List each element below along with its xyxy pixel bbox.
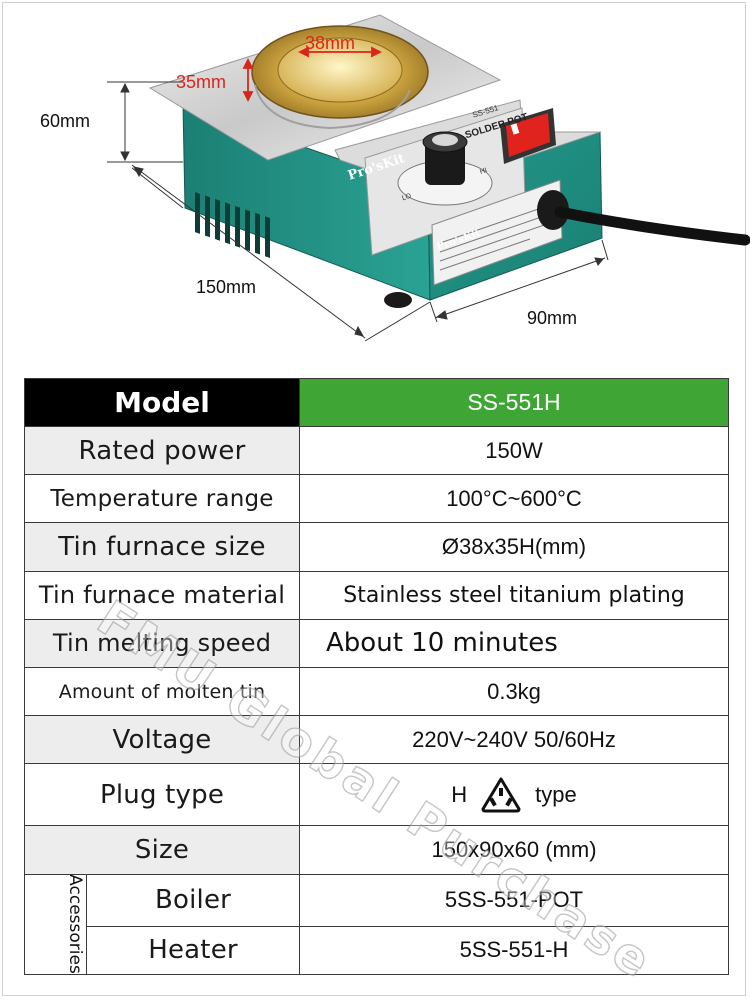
spec-label: Plug type bbox=[23, 763, 301, 827]
spec-label: Tin furnace material bbox=[23, 570, 301, 620]
plug-prefix: H bbox=[451, 781, 468, 807]
plug-type-cell: H type bbox=[299, 763, 730, 827]
model-label: Model bbox=[23, 377, 301, 428]
spec-label: Amount of molten tin bbox=[23, 666, 301, 717]
knob-cap bbox=[432, 134, 458, 146]
spec-value: 0.3kg bbox=[299, 666, 730, 717]
table-row: Voltage 220V~240V 50/60Hz bbox=[23, 715, 730, 765]
foot bbox=[384, 292, 412, 308]
table-row: Tin furnace material Stainless steel tit… bbox=[23, 570, 730, 620]
spec-value: 100°C~600°C bbox=[299, 474, 730, 524]
spec-label: Voltage bbox=[23, 715, 301, 765]
table-row: Tin furnace size Ø38x35H(mm) bbox=[23, 522, 730, 572]
spec-value: Stainless steel titanium plating bbox=[299, 570, 730, 620]
plug-type-h-icon bbox=[481, 777, 521, 813]
spec-label: Tin melting speed bbox=[23, 618, 301, 668]
table-row: Size 150x90x60 (mm) bbox=[23, 825, 730, 875]
spec-value: 220V~240V 50/60Hz bbox=[299, 715, 730, 765]
height-label: 60mm bbox=[40, 111, 91, 131]
accessory-value: 5SS-551-H bbox=[299, 925, 730, 976]
table-row: Temperature range 100°C~600°C bbox=[23, 474, 730, 524]
cable-strain-relief bbox=[537, 190, 569, 230]
spec-label: Rated power bbox=[23, 426, 301, 476]
width-label: 90mm bbox=[527, 308, 578, 328]
power-switch-icon bbox=[506, 113, 550, 157]
spec-value: Ø38x35H(mm) bbox=[299, 522, 730, 572]
table-row: Plug type H type bbox=[23, 763, 730, 827]
table-row: Rated power 150W bbox=[23, 426, 730, 476]
accessories-label: Accessories bbox=[64, 874, 85, 975]
plug-type-value: H type bbox=[451, 776, 577, 814]
outer-dimension-lines bbox=[107, 81, 609, 342]
pot-interior bbox=[277, 37, 403, 103]
solder-pot-drawing bbox=[107, 14, 750, 342]
table-row-header: Model SS-551H bbox=[23, 377, 730, 428]
vent-slots bbox=[195, 192, 270, 258]
inner-diameter-label: 38mm bbox=[305, 33, 356, 53]
spec-value: About 10 minutes bbox=[299, 618, 730, 668]
spec-label: Tin furnace size bbox=[23, 522, 301, 572]
accessories-group-cell: Accessories bbox=[24, 873, 87, 976]
accessory-value: 5SS-551-POT bbox=[299, 873, 730, 927]
inner-dimension-arrows bbox=[242, 46, 383, 103]
plug-suffix: type bbox=[535, 781, 577, 807]
spec-value: 150x90x60 (mm) bbox=[299, 825, 730, 875]
accessory-label: Boiler bbox=[85, 873, 301, 927]
sticker-lines bbox=[439, 204, 551, 271]
table-row: Amount of molten tin 0.3kg bbox=[23, 666, 730, 717]
spec-value: 150W bbox=[299, 426, 730, 476]
power-cable bbox=[554, 206, 750, 246]
spec-label: Temperature range bbox=[23, 474, 301, 524]
switch-mark bbox=[510, 123, 520, 135]
model-value: SS-551H bbox=[299, 377, 730, 428]
pot-body-edge bbox=[254, 84, 411, 130]
length-label: 150mm bbox=[196, 277, 257, 297]
inner-depth-label: 35mm bbox=[176, 72, 227, 92]
spec-table: Model SS-551H Rated power 150W Temperatu… bbox=[23, 377, 730, 976]
table-row-accessory: Heater 5SS-551-H bbox=[25, 925, 730, 976]
spec-label: Size bbox=[23, 825, 301, 875]
table-row-accessory: Accessories Boiler 5SS-551-POT bbox=[24, 873, 730, 976]
product-illustration: 38mm 35mm 60mm 150mm 90mm Pro'sKit Pro's… bbox=[0, 0, 750, 360]
accessory-label: Heater bbox=[85, 925, 301, 976]
table-row: Tin melting speed About 10 minutes bbox=[23, 618, 730, 668]
